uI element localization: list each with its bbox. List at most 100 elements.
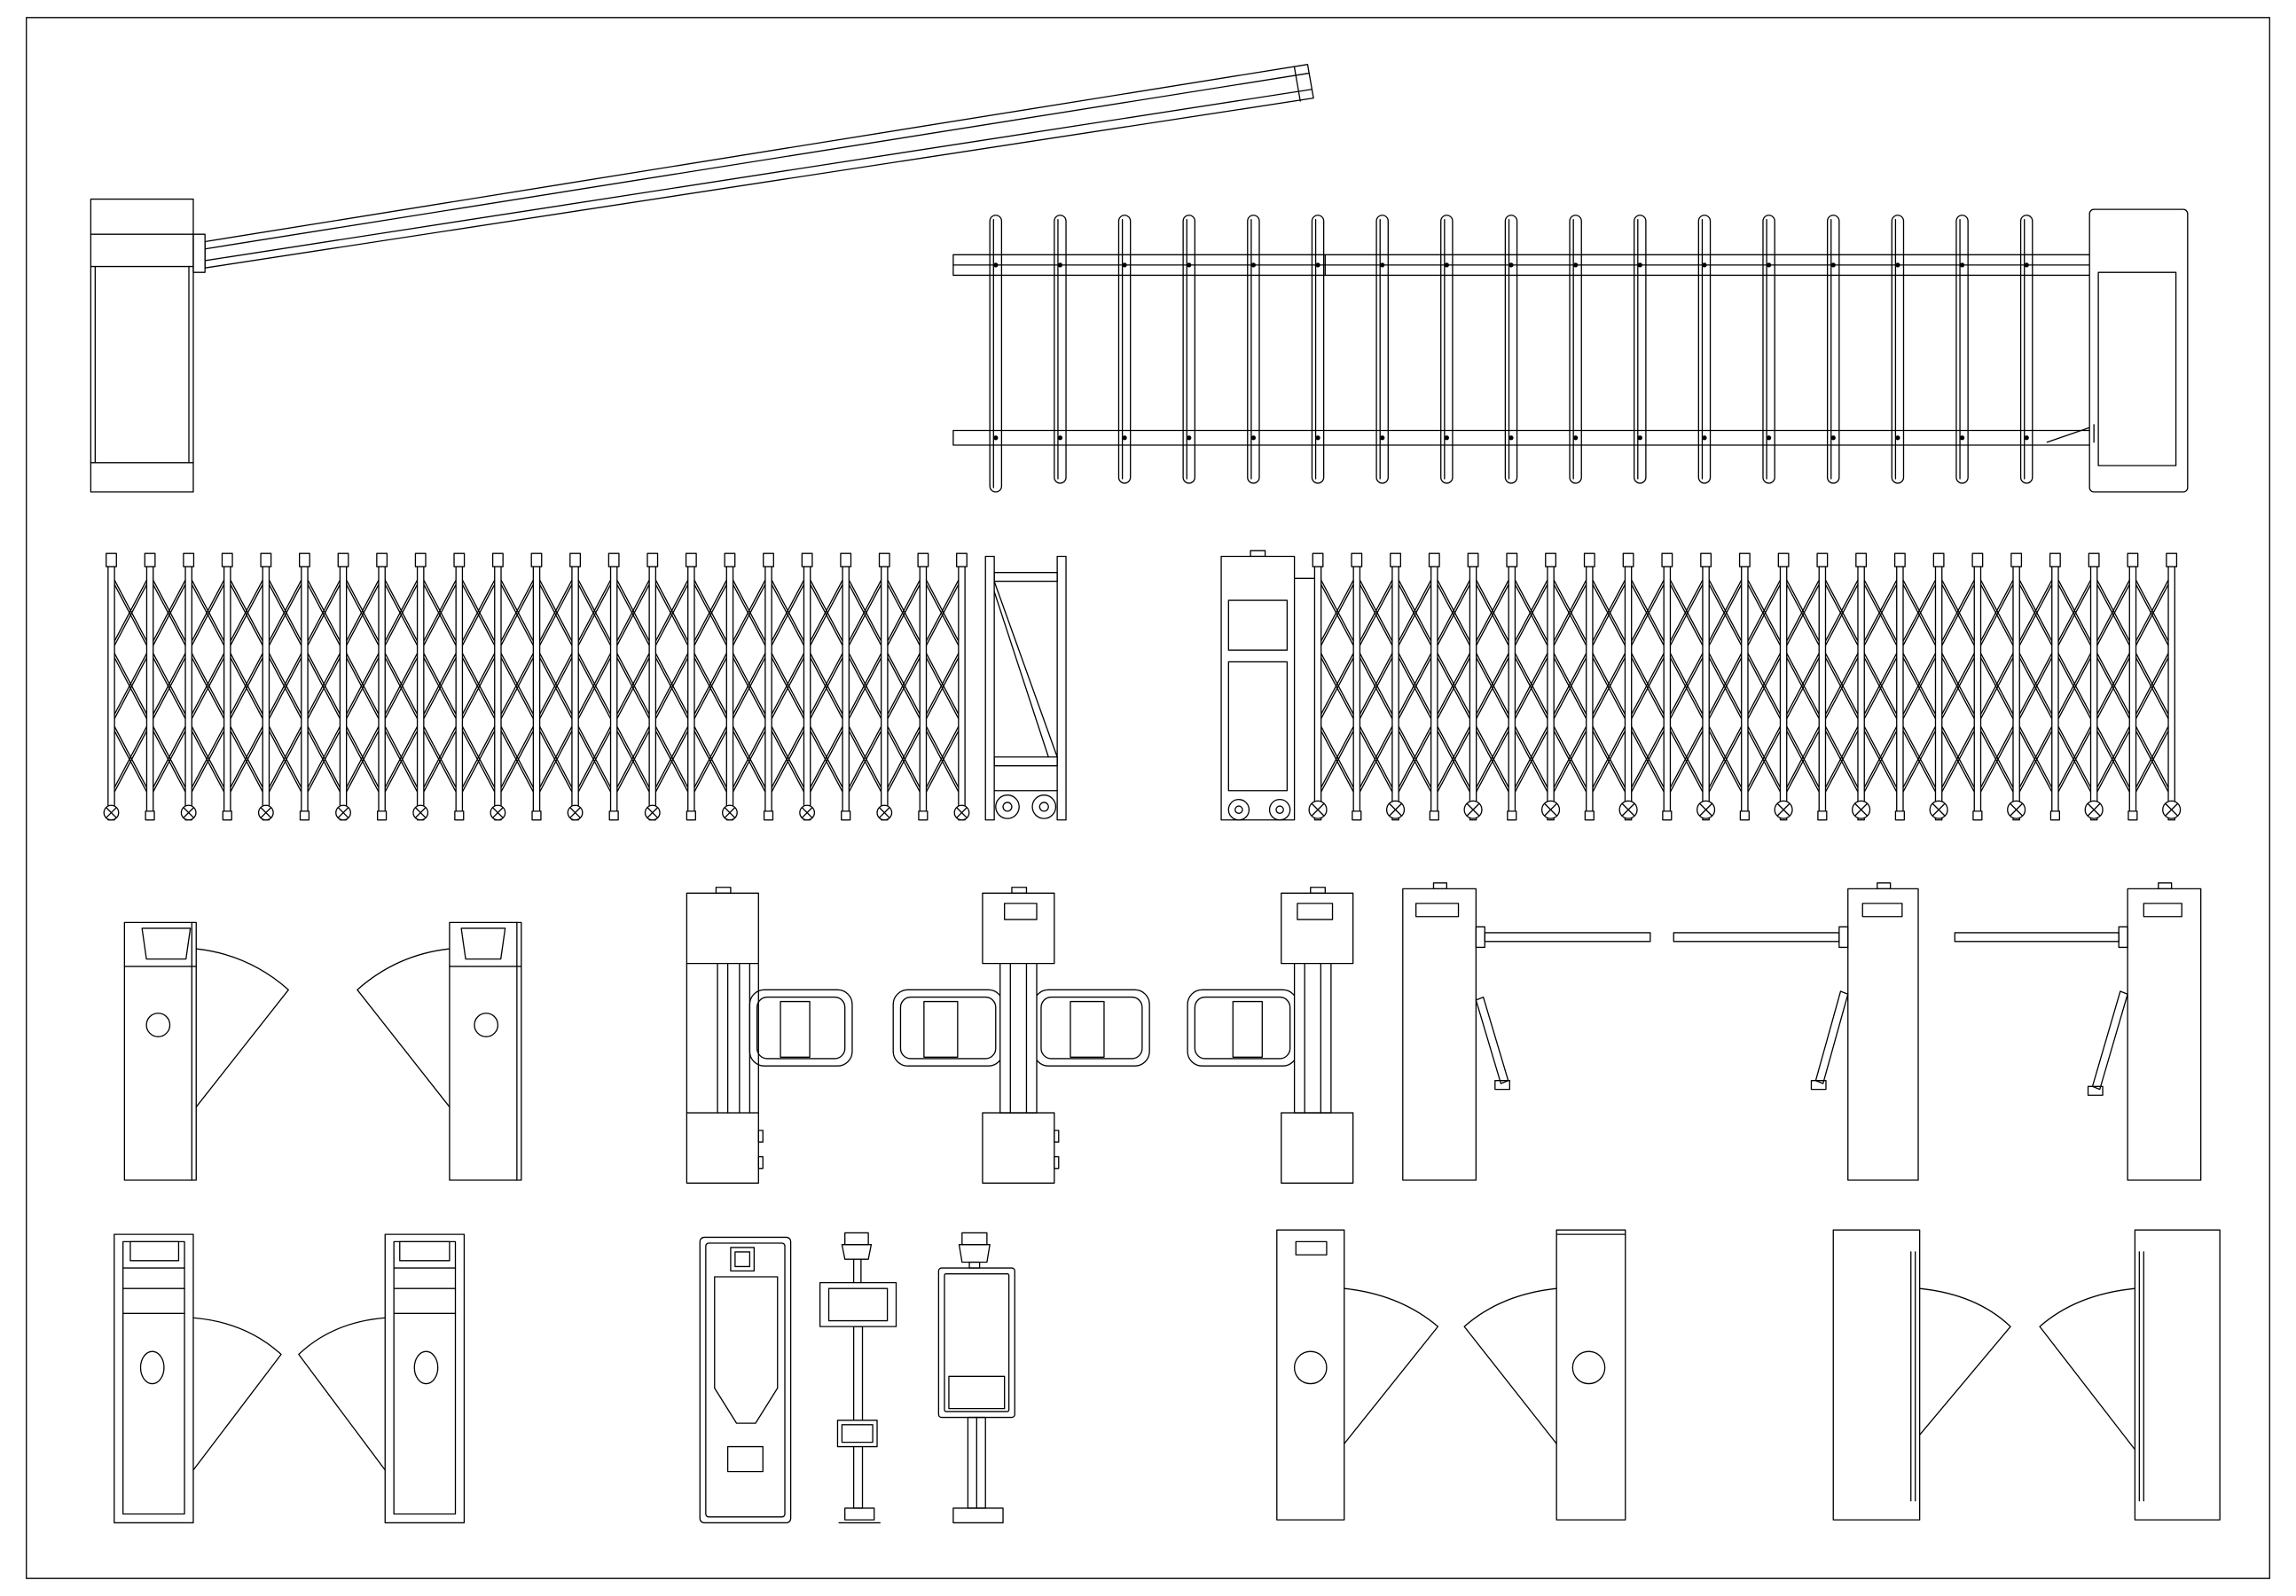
scissor-link [690, 651, 731, 726]
gate-post [221, 552, 233, 821]
gate-post-cap [376, 552, 388, 567]
gate-post-cap [801, 552, 813, 567]
gate-post-cap [221, 552, 233, 567]
scissor-link [652, 646, 693, 722]
scissor-link [845, 651, 885, 726]
gate-post-bar [1391, 555, 1399, 821]
gate-post-bar [1430, 555, 1438, 821]
picket [1955, 215, 1969, 484]
picket [1311, 215, 1325, 484]
gate-post [1852, 552, 1871, 821]
scissor-link [1472, 577, 1513, 653]
gate-post [1774, 552, 1793, 821]
scissor-link [1822, 573, 1862, 648]
gate-post-bar [1508, 555, 1516, 821]
cabinet-body [90, 198, 194, 493]
scissor-link [303, 719, 344, 794]
flap-cabinet-display [460, 927, 506, 960]
scissor-link [265, 573, 306, 648]
arm-rib [204, 72, 1310, 250]
scissor-link [188, 646, 228, 722]
scissor-link [1317, 651, 1358, 726]
turnstile-display [1861, 903, 1903, 918]
scissor-link [767, 646, 808, 722]
gate-post [1308, 552, 1328, 821]
scissor-link [2093, 651, 2134, 726]
scissor-link [1433, 573, 1474, 648]
scissor-link [1627, 577, 1668, 653]
drawing-border [26, 17, 2270, 1579]
scissor-link [1744, 573, 1784, 648]
rail-bolt [1187, 435, 1192, 441]
scissor-link [1627, 646, 1668, 722]
picket-bar [1054, 215, 1067, 484]
gate-post-bar [1469, 555, 1477, 821]
swing-gate-end-unit-right [1187, 887, 1354, 1184]
card-reader [145, 1013, 171, 1037]
scissor-link [226, 724, 267, 799]
scissor-link [767, 577, 808, 653]
scissor-link [883, 573, 924, 648]
scissor-link [110, 651, 151, 726]
gate-post-cap [1545, 552, 1557, 567]
scissor-link [536, 719, 576, 794]
rail-bolt [993, 435, 999, 441]
swing-gate-tab [1054, 1130, 1060, 1143]
gate-post-bar [1547, 555, 1555, 821]
rail-bolt [1057, 262, 1063, 268]
scissor-link [922, 719, 963, 794]
scissor-link [1511, 573, 1552, 648]
drive-unit-top-bar [993, 572, 1058, 583]
scissor-link [380, 577, 421, 653]
gate-post-foot [918, 810, 929, 821]
swing-gate-end-unit-left [686, 887, 853, 1184]
gate-post-cap [1351, 552, 1363, 567]
scissor-bay [574, 573, 615, 799]
scissor-link [1588, 577, 1629, 653]
scissor-link [342, 651, 383, 726]
gate-post-cap [260, 552, 272, 567]
gate-post [1506, 552, 1518, 821]
scissor-link [1822, 651, 1862, 726]
swing-gate-display [1004, 903, 1038, 920]
gate-wheel-spoke [414, 807, 427, 818]
drive-wheel [1031, 794, 1057, 819]
gate-post-bar [919, 555, 928, 821]
gate-wheel-spoke [569, 807, 582, 818]
arm-bar [204, 64, 1314, 269]
tripod-turnstile-3 [1954, 882, 2202, 1181]
scissor-link [497, 573, 537, 648]
scissor-bay [767, 573, 808, 799]
rail-bolts [993, 262, 2029, 441]
scissor-link [458, 646, 499, 722]
gate-post-cap [569, 552, 582, 567]
flap-wing [1918, 1287, 2011, 1436]
scissor-link [2132, 577, 2173, 653]
scissor-link [2093, 577, 2134, 653]
gate-post [490, 552, 506, 821]
scissor-bay [380, 573, 421, 799]
scissor-link [1783, 651, 1823, 726]
gate-post-foot [763, 810, 774, 821]
gate-post-bar [1818, 555, 1827, 821]
scissor-link [536, 577, 576, 653]
tripod-turnstile-1 [1402, 882, 1651, 1181]
scissor-bay [1588, 573, 1629, 799]
scissor-link [497, 724, 537, 799]
scissor-link [1860, 573, 1901, 648]
scissor-link [1511, 651, 1552, 726]
scissor-link [1938, 573, 1979, 648]
scissor-link [1317, 719, 1358, 794]
scissor-link [652, 719, 693, 794]
rail-bolt [1122, 435, 1127, 441]
scissor-link [1783, 646, 1823, 722]
pillar-card-reader [726, 1445, 764, 1473]
flap-barrier-left-unit [114, 1233, 282, 1524]
scissor-bay [2093, 573, 2134, 799]
gate-post-bar [378, 555, 386, 821]
scissor-link [110, 719, 151, 794]
scissor-link [1394, 724, 1435, 799]
gate-post-foot [1429, 810, 1439, 821]
swing-gate-center-unit [892, 887, 1150, 1184]
flap-barrier-right-unit [2039, 1229, 2221, 1521]
